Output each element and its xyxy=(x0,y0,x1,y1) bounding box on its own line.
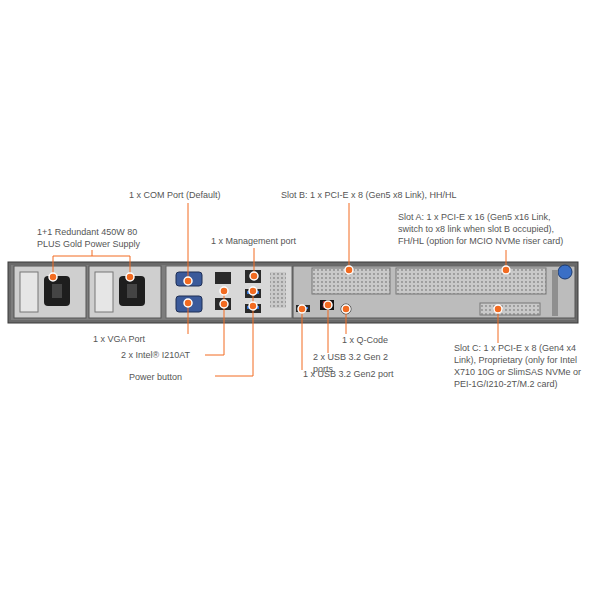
callout-label: 1 x COM Port (Default) xyxy=(129,189,259,201)
callout-label: 2 x Intel® I210AT xyxy=(121,349,211,361)
callout-label: Slot A: 1 x PCI-E x 16 (Gen5 x16 Link, s… xyxy=(398,211,578,247)
callout-label: 1 x Q-Code xyxy=(342,334,432,346)
power-supply xyxy=(14,266,161,318)
callout-dots xyxy=(49,266,510,313)
callout-label: Slot C: 1 x PCI-E x 8 (Gen4 x4 Link), Pr… xyxy=(454,342,586,390)
callout-label: Slot B: 1 x PCI-E x 8 (Gen5 x8 Link), HH… xyxy=(281,189,481,201)
callout-label: Power button xyxy=(129,371,219,383)
callout-label: 1 x USB 3.2 Gen2 port xyxy=(303,368,423,380)
callout-label: 1+1 Redundant 450W 80 PLUS Gold Power Su… xyxy=(37,226,155,250)
callout-label: 1 x VGA Port xyxy=(93,333,183,345)
callout-label: 1 x Management port xyxy=(211,235,331,247)
